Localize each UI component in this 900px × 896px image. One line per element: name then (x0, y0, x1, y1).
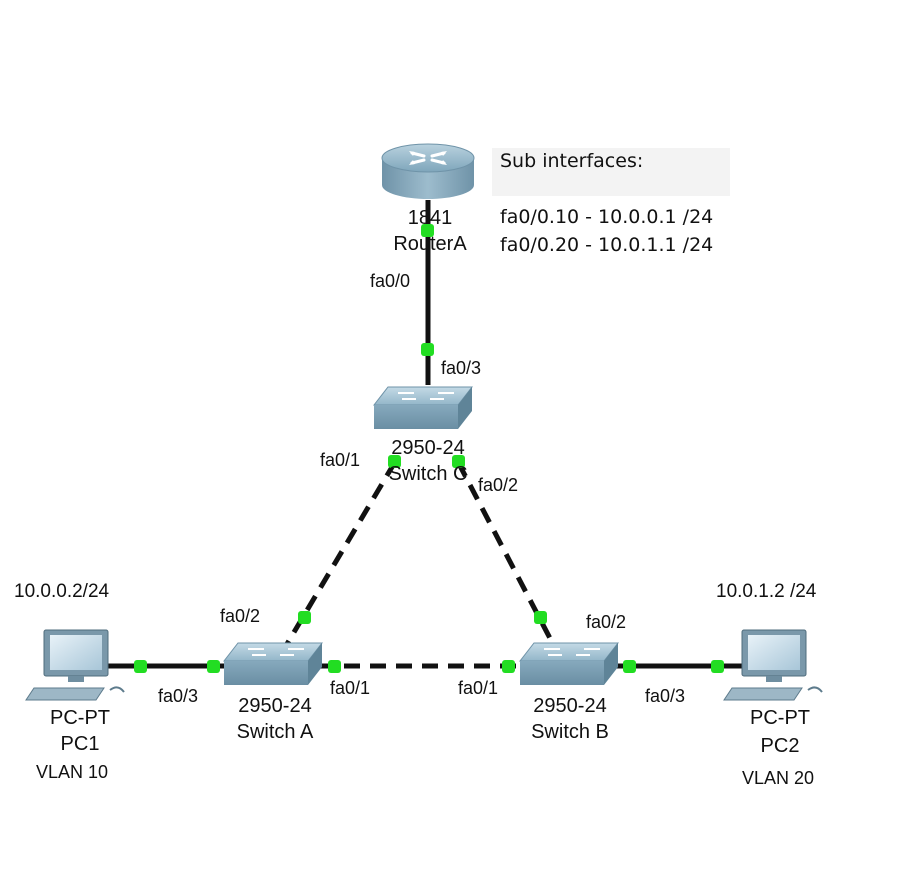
switch-b-name-label: Switch B (531, 721, 609, 743)
switch-c-model-label: 2950-24 (391, 437, 464, 459)
port-light-switcha-fa0-3 (207, 660, 220, 673)
switch-a-port-left-label: fa0/3 (158, 686, 198, 706)
switch-a-port-up-label: fa0/2 (220, 606, 260, 626)
switch-c-icon[interactable] (372, 386, 474, 429)
link-switchc-switcha (284, 460, 398, 646)
router-icon[interactable] (381, 143, 475, 199)
pc2-name-label: PC2 (761, 735, 800, 757)
switch-b-port-right-label: fa0/3 (645, 686, 685, 706)
port-light-switchc-fa0-2 (452, 455, 465, 468)
switch-b-port-left-label: fa0/1 (458, 678, 498, 698)
pc1-name-label: PC1 (61, 733, 100, 755)
pc1-icon[interactable] (25, 629, 125, 701)
pc1-type-label: PC-PT (50, 707, 110, 729)
port-light-switchb-fa0-3 (623, 660, 636, 673)
router-name-label: RouterA (393, 233, 467, 255)
port-light-switcha-fa0-1 (328, 660, 341, 673)
port-light-pc1 (134, 660, 147, 673)
pc1-vlan-label: VLAN 10 (36, 762, 108, 782)
router-model-label: 1841 (408, 207, 453, 229)
port-light-pc2 (711, 660, 724, 673)
subinterface-line-2: fa0/0.20 - 10.0.1.1 /24 (500, 234, 714, 256)
switch-c-port-left-label: fa0/1 (320, 450, 360, 470)
pc1-ip-label: 10.0.0.2/24 (14, 581, 110, 602)
switch-b-icon[interactable] (518, 642, 620, 685)
port-light-router-fa0-0 (421, 224, 434, 237)
switch-c-name-label: Switch C (389, 463, 468, 485)
port-light-switchc-fa0-1 (388, 455, 401, 468)
note-background (492, 148, 730, 196)
switch-a-icon[interactable] (222, 642, 324, 685)
switch-a-model-label: 2950-24 (238, 695, 311, 717)
port-lights (134, 224, 724, 673)
router-port-label: fa0/0 (370, 271, 410, 291)
switch-b-model-label: 2950-24 (533, 695, 606, 717)
switch-c-port-right-label: fa0/2 (478, 475, 518, 495)
switch-a-name-label: Switch A (237, 721, 314, 743)
subinterface-line-1: fa0/0.10 - 10.0.0.1 /24 (500, 206, 714, 228)
pc2-vlan-label: VLAN 20 (742, 768, 814, 788)
links (108, 200, 742, 669)
port-light-switchb-fa0-2 (534, 611, 547, 624)
port-light-switchb-fa0-1 (502, 660, 515, 673)
pc2-ip-label: 10.0.1.2 /24 (716, 581, 817, 602)
pc2-type-label: PC-PT (750, 707, 810, 729)
port-light-switcha-fa0-2 (298, 611, 311, 624)
switch-c-port-up-label: fa0/3 (441, 358, 481, 378)
switch-a-port-right-label: fa0/1 (330, 678, 370, 698)
subinterfaces-title: Sub interfaces: (500, 150, 644, 172)
pc2-icon[interactable] (723, 629, 823, 701)
port-light-switchc-fa0-3 (421, 343, 434, 356)
switch-b-port-up-label: fa0/2 (586, 612, 626, 632)
